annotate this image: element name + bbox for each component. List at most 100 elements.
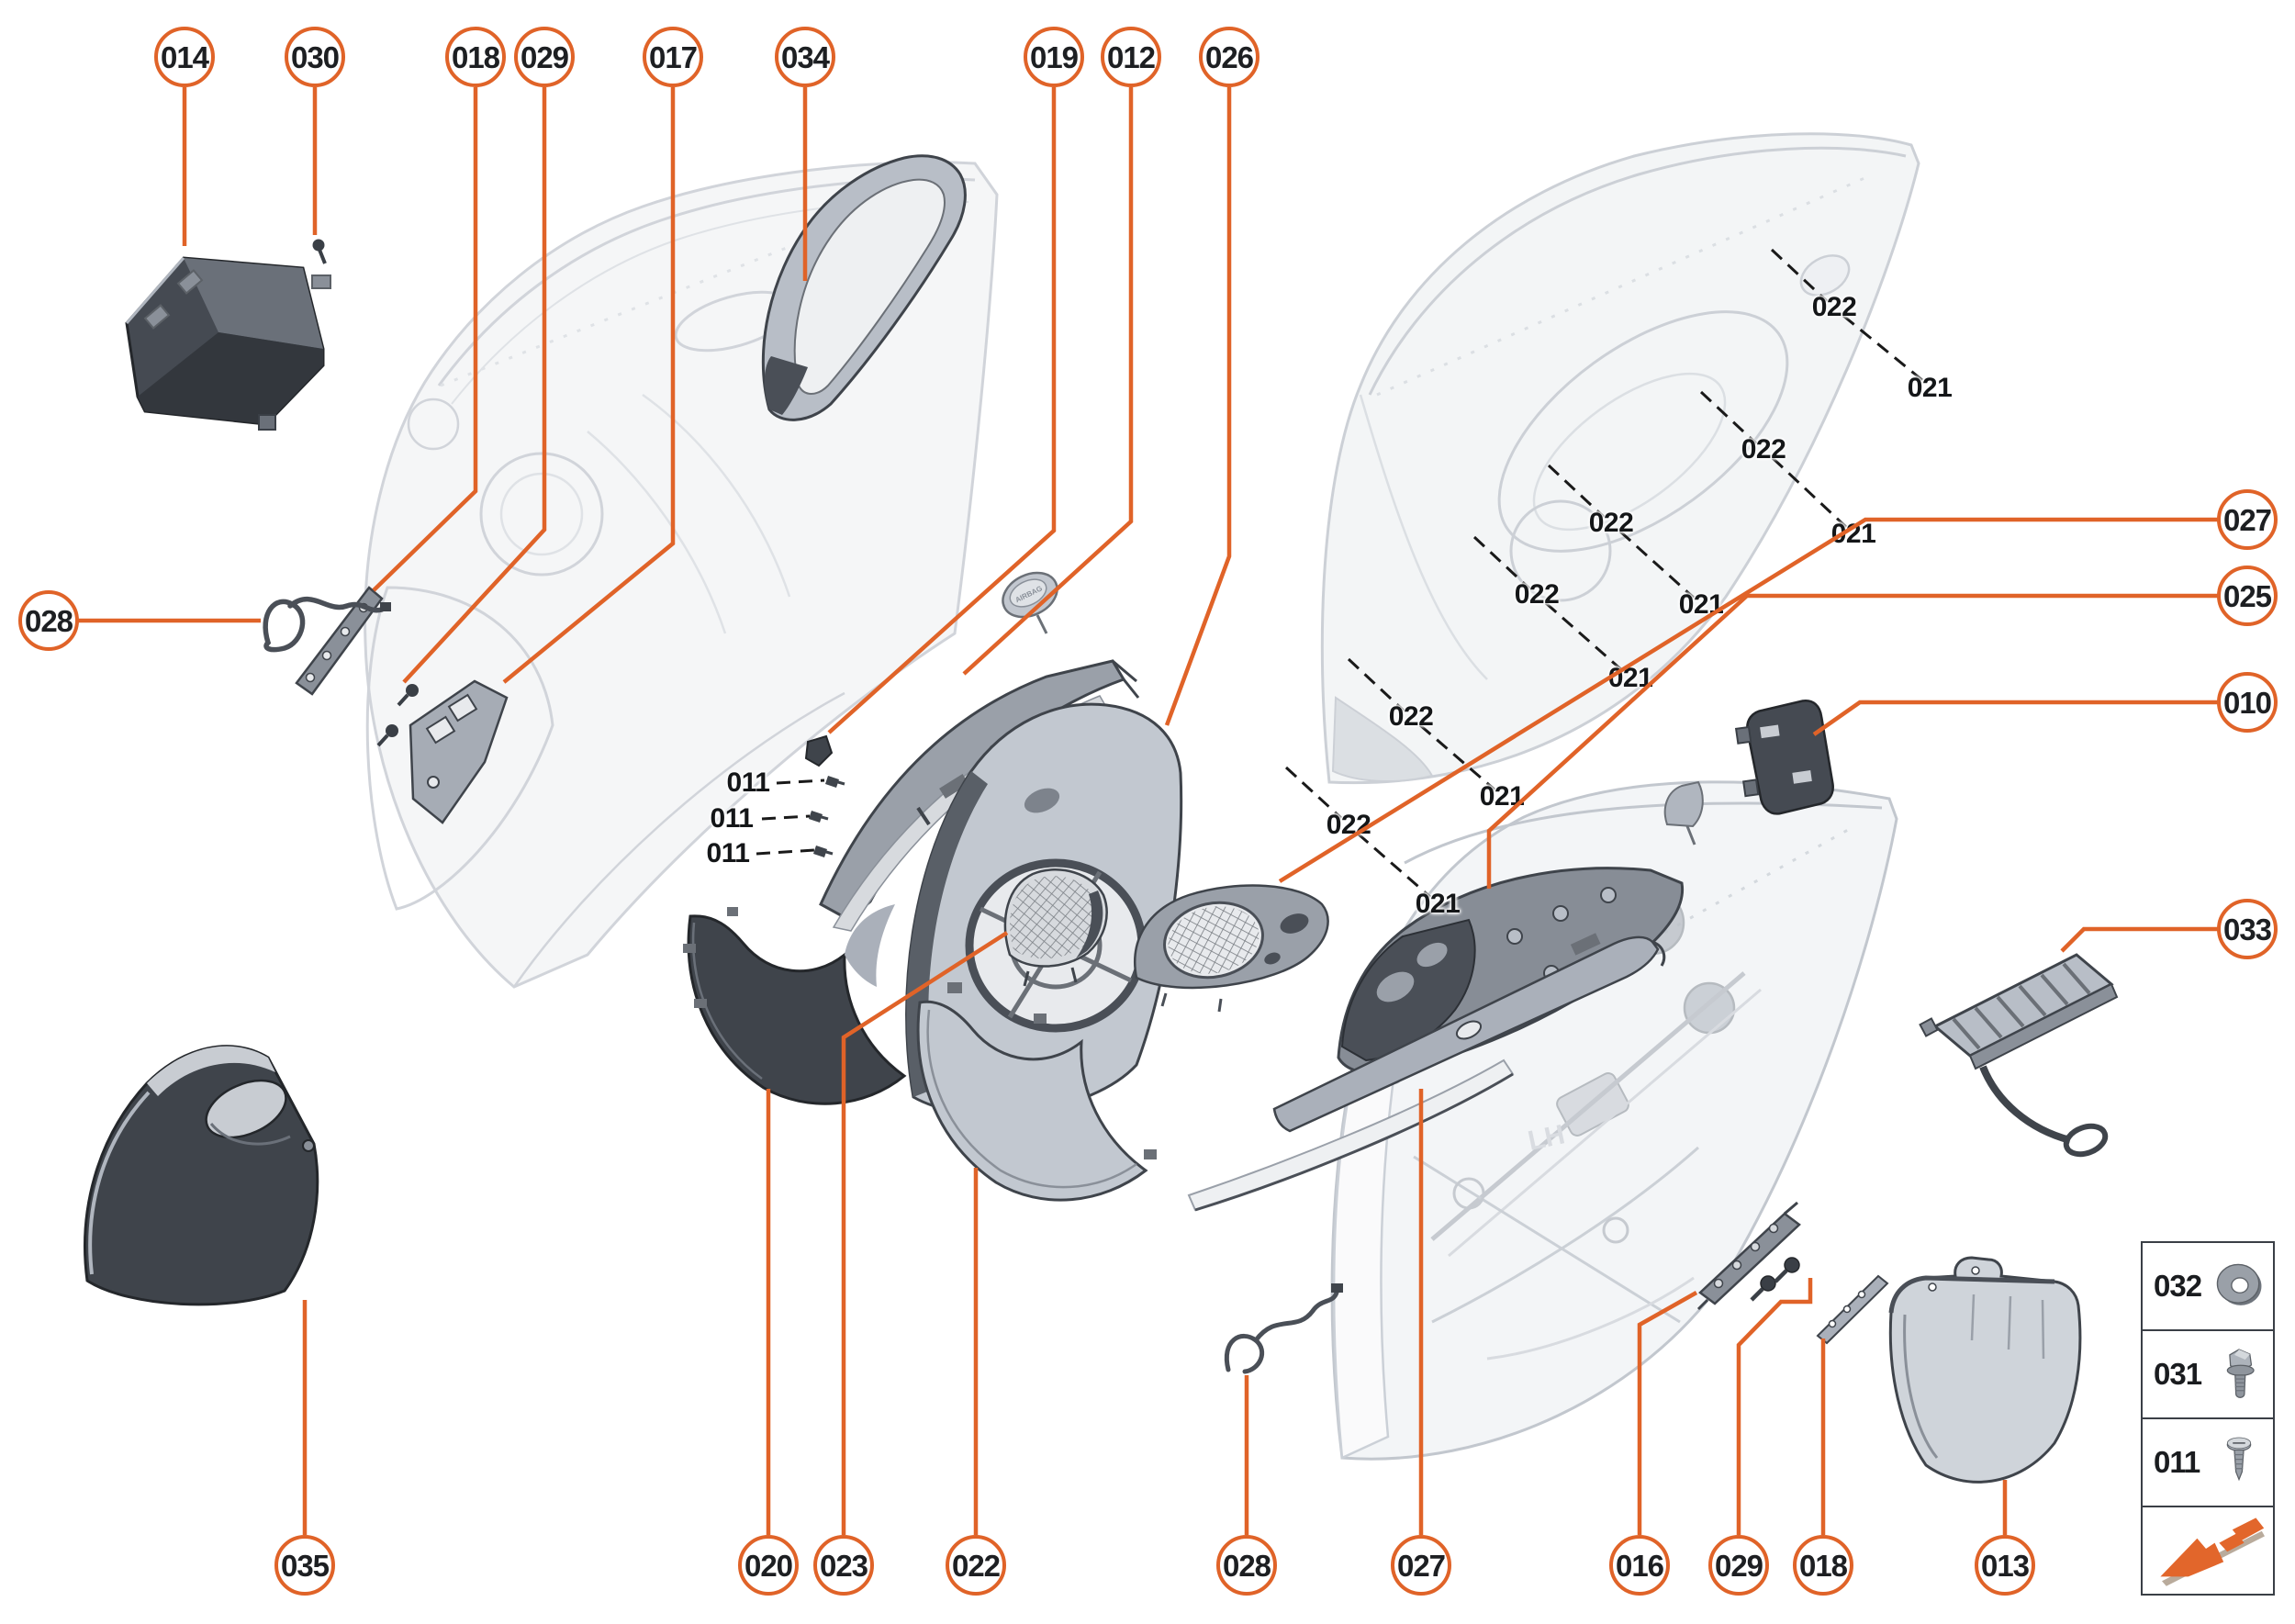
callout-035[interactable]: 035	[274, 1535, 335, 1596]
callout-029[interactable]: 029	[1708, 1535, 1769, 1596]
legend-code: 011	[2154, 1445, 2200, 1479]
callout-label: 020	[744, 1548, 793, 1583]
part-number-label-022[interactable]: 022	[1588, 508, 1634, 538]
legend-row-031: 031	[2143, 1329, 2273, 1417]
callout-026[interactable]: 026	[1199, 27, 1259, 87]
callout-018[interactable]: 018	[1793, 1535, 1853, 1596]
callout-012[interactable]: 012	[1101, 27, 1161, 87]
screw-icon	[2212, 1429, 2266, 1495]
part-number-label-022[interactable]: 022	[1741, 434, 1786, 465]
callout-023[interactable]: 023	[813, 1535, 874, 1596]
part-airbag-module	[125, 256, 331, 431]
part-wire-harness-lower	[1224, 1283, 1343, 1374]
callout-028[interactable]: 028	[1216, 1535, 1277, 1596]
callout-label: 016	[1615, 1548, 1664, 1583]
direction-arrow-icon	[2155, 1511, 2265, 1590]
part-small-clip	[1663, 780, 1704, 846]
callout-034[interactable]: 034	[775, 27, 835, 87]
callout-label: 026	[1204, 39, 1254, 74]
part-chrome-strip	[1187, 1058, 1515, 1212]
callout-025[interactable]: 025	[2217, 566, 2278, 626]
callout-label: 029	[520, 39, 569, 74]
leader-line-017	[502, 87, 676, 684]
legend-row-032: 032	[2143, 1243, 2273, 1329]
callout-label: 022	[951, 1548, 1001, 1583]
callout-label: 014	[160, 39, 209, 74]
callout-028[interactable]: 028	[18, 590, 79, 651]
legend-code: 031	[2154, 1357, 2202, 1391]
callout-014[interactable]: 014	[154, 27, 215, 87]
washer-icon	[2212, 1253, 2266, 1319]
callout-019[interactable]: 019	[1024, 27, 1084, 87]
part-pull-bracket	[1734, 700, 1834, 815]
callout-018[interactable]: 018	[445, 27, 506, 87]
callout-label: 017	[648, 39, 698, 74]
fastener-dash-6	[1472, 535, 1531, 590]
fastener-legend: 032 031	[2141, 1241, 2275, 1596]
callout-033[interactable]: 033	[2217, 899, 2278, 959]
callout-label: 012	[1106, 39, 1156, 74]
fastener-dash-lines	[756, 248, 1923, 899]
part-number-label-022[interactable]: 022	[1388, 701, 1434, 732]
fastener-label-011[interactable]: 011	[706, 838, 750, 868]
part-pocket-trim	[1888, 1256, 2082, 1484]
callout-label: 028	[24, 603, 73, 638]
callout-029[interactable]: 029	[514, 27, 575, 87]
leader-line-019	[827, 87, 1057, 734]
callout-label: 023	[819, 1548, 868, 1583]
callout-022[interactable]: 022	[946, 1535, 1006, 1596]
legend-code: 032	[2154, 1269, 2202, 1303]
part-number-label-022[interactable]: 022	[1811, 292, 1857, 322]
callout-label: 028	[1222, 1548, 1271, 1583]
legend-row-logo	[2143, 1506, 2273, 1594]
part-ribbed-bracket	[1919, 953, 2119, 1158]
callout-020[interactable]: 020	[738, 1535, 799, 1596]
fastener-dash-12	[776, 778, 825, 785]
callout-027[interactable]: 027	[1391, 1535, 1451, 1596]
callout-017[interactable]: 017	[643, 27, 703, 87]
leader-line-029	[1736, 1278, 1813, 1535]
callout-label: 018	[451, 39, 500, 74]
leader-line-010	[1812, 700, 2218, 736]
callout-label: 030	[290, 39, 340, 74]
callout-030[interactable]: 030	[285, 27, 345, 87]
fastener-dash-14	[756, 848, 815, 856]
part-mirror-triangle-cover	[84, 1045, 319, 1306]
fastener-label-011[interactable]: 011	[726, 767, 770, 798]
fastener-label-011[interactable]: 011	[710, 803, 754, 834]
fastener-dash-5	[1618, 530, 1696, 599]
part-mounting-rail	[1696, 1201, 1801, 1311]
right-door-upper-ghost	[1320, 132, 1920, 785]
part-sail-trim-light	[916, 982, 1157, 1202]
fastener-dash-1	[1842, 314, 1923, 382]
callout-016[interactable]: 016	[1609, 1535, 1670, 1596]
part-speaker-grille	[1134, 884, 1329, 1013]
fastener-dash-11	[1357, 832, 1431, 899]
part-number-label-021[interactable]: 021	[1907, 373, 1953, 403]
fastener-dash-4	[1547, 464, 1606, 519]
fastener-dash-9	[1419, 723, 1495, 791]
leader-line-023	[841, 931, 1009, 1535]
leader-line-018	[372, 87, 478, 592]
callout-label: 035	[280, 1548, 330, 1583]
fastener-dash-8	[1347, 657, 1405, 712]
callout-label: 033	[2222, 912, 2272, 946]
part-fastener-screws-011	[809, 776, 845, 857]
part-number-label-021[interactable]: 021	[1678, 589, 1724, 620]
callout-027[interactable]: 027	[2217, 489, 2278, 550]
part-number-label-021[interactable]: 021	[1415, 889, 1461, 919]
part-screws-lower	[1750, 1257, 1800, 1302]
callout-label: 019	[1029, 39, 1079, 74]
leader-line-033	[2060, 926, 2218, 953]
part-tweeter-grille	[1003, 868, 1108, 987]
legend-row-011: 011	[2143, 1417, 2273, 1506]
callout-label: 029	[1714, 1548, 1763, 1583]
bolt-icon	[2212, 1341, 2266, 1407]
part-number-label-022[interactable]: 022	[1326, 810, 1371, 840]
callout-013[interactable]: 013	[1975, 1535, 2035, 1596]
part-number-label-022[interactable]: 022	[1514, 579, 1560, 610]
part-upper-bracket	[295, 586, 384, 696]
callout-010[interactable]: 010	[2217, 672, 2278, 733]
callout-label: 025	[2222, 578, 2272, 613]
